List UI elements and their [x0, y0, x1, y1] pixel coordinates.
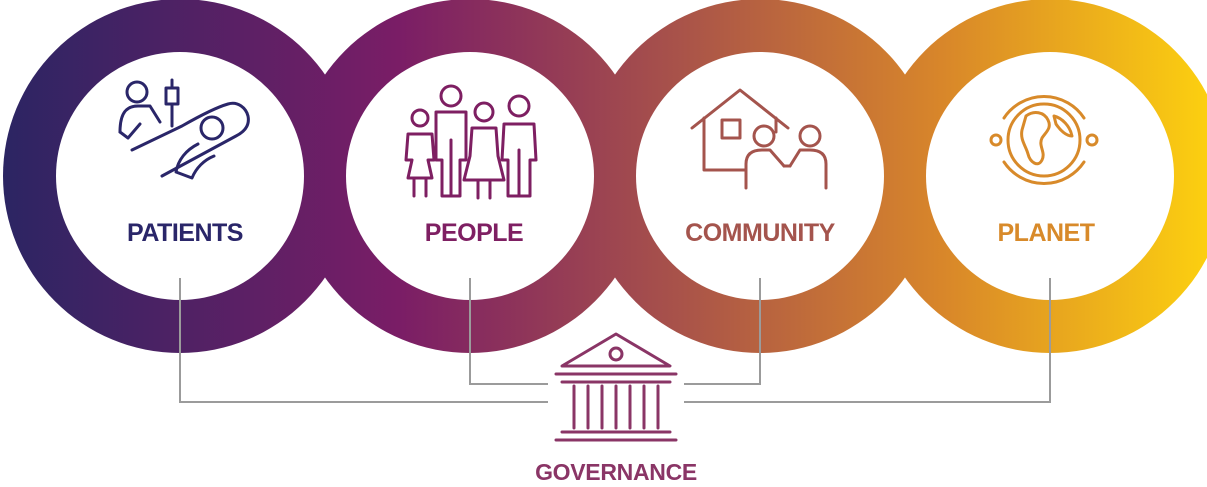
patient-bed-icon: [118, 78, 250, 180]
inner-circle-patients: [56, 52, 304, 300]
inner-circle-community: [636, 52, 884, 300]
inner-circle-people: [346, 52, 594, 300]
governance-connectors: [179, 278, 1051, 403]
connector-people: [469, 278, 548, 385]
house-community-icon: [690, 88, 828, 190]
institution-building-icon: [554, 332, 678, 442]
connector-patients: [179, 278, 548, 403]
governance-label: GOVERNANCE: [535, 459, 697, 485]
pillar-label-people: PEOPLE: [425, 219, 523, 247]
globe-icon: [989, 95, 1099, 185]
connector-planet: [684, 278, 1051, 403]
pillar-label-community: COMMUNITY: [685, 219, 835, 247]
pillar-label-patients: PATIENTS: [127, 219, 243, 247]
people-group-icon: [404, 84, 538, 200]
pillar-label-planet: PLANET: [998, 219, 1095, 247]
connector-community: [684, 278, 761, 385]
